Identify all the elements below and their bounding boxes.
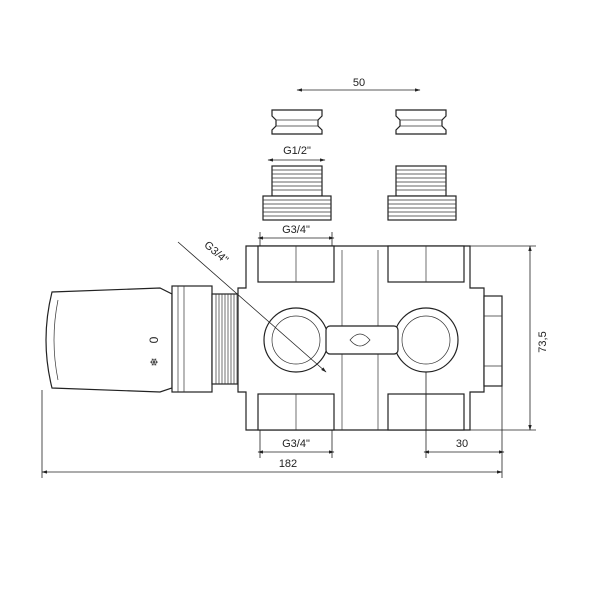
ferrule-right bbox=[395, 109, 447, 135]
dimension-right-offset-label: 30 bbox=[456, 438, 468, 450]
dimension-thread-half-label: G1/2" bbox=[283, 145, 311, 157]
thermostatic-head: 0 ❄ bbox=[45, 285, 213, 393]
ferrule-left bbox=[271, 109, 323, 135]
dimension-thread-three-quarter-top-label: G3/4" bbox=[282, 224, 310, 236]
dimension-thread-three-quarter-diag-label: G3/4" bbox=[202, 239, 231, 266]
dimension-thread-three-quarter-bottom-label: G3/4" bbox=[282, 438, 310, 450]
centre-cross-link bbox=[325, 325, 399, 355]
dimension-thread-three-quarter-bottom: G3/4" bbox=[257, 430, 335, 458]
dimension-top-spacing-label: 50 bbox=[353, 77, 365, 89]
nipple-right bbox=[387, 165, 457, 221]
dimension-right-offset: 30 bbox=[423, 372, 505, 458]
dimension-total-width-label: 182 bbox=[279, 458, 297, 470]
knob-zero-mark: 0 bbox=[147, 336, 161, 343]
nipple-left bbox=[262, 165, 332, 221]
dimension-total-width: 182 bbox=[41, 390, 503, 478]
dimension-thread-half: G1/2" bbox=[267, 145, 326, 162]
dimension-height-label: 73,5 bbox=[537, 331, 549, 352]
dimension-height: 73,5 bbox=[470, 245, 549, 431]
dimension-thread-three-quarter-top: G3/4" bbox=[257, 224, 335, 252]
bore-left bbox=[263, 307, 329, 373]
knob-frost-mark: ❄ bbox=[149, 357, 161, 366]
dimension-top-spacing: 50 bbox=[296, 77, 421, 92]
bore-right bbox=[393, 307, 459, 373]
